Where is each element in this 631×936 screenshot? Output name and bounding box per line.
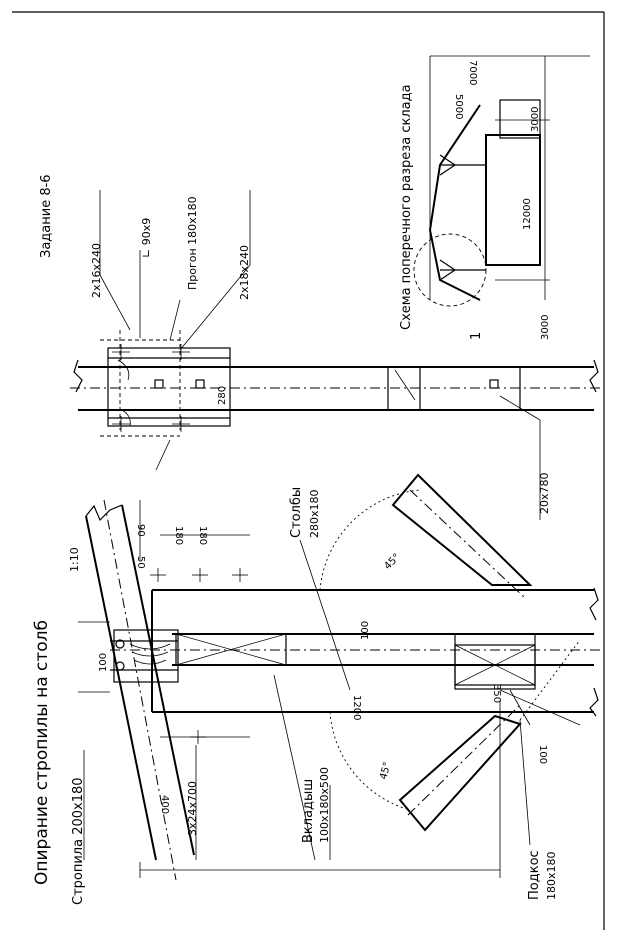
dim-100-mid: 100	[360, 621, 371, 640]
posts-name: Столбы	[289, 487, 304, 538]
break-mark-2	[589, 687, 599, 717]
angle-arc-bottom	[329, 711, 411, 811]
scheme-callout-circle	[413, 233, 487, 307]
dim-180-b: 180	[197, 526, 208, 545]
dim-180-a: 180	[173, 526, 184, 545]
purlin-label: Прогон 180х180	[186, 196, 199, 290]
task-title: Задание 8-6	[39, 174, 54, 258]
scheme-dim-12000: 12000	[522, 198, 533, 230]
dim-90: 90	[135, 524, 146, 537]
scheme-dim-7000: 7000	[467, 60, 478, 85]
scheme-annex	[499, 99, 541, 139]
bolt-label: 20х780	[538, 472, 551, 514]
plates-2x18-label: 2х18х240	[238, 245, 251, 300]
strut-lower	[398, 714, 522, 832]
insert-size: 100х180х500	[318, 767, 331, 843]
dim-1200: 1200	[351, 695, 362, 720]
dim-50: 50	[135, 556, 146, 569]
dim-100-bottom-right: 100	[537, 745, 548, 764]
angle-label: ∟ 90х9	[140, 218, 153, 258]
warehouse-section-scheme	[413, 55, 590, 307]
plates-2x16-label: 2х16х240	[90, 243, 103, 298]
scheme-title: Схема поперечного разреза склада	[399, 84, 414, 330]
angle-45-bottom: 45°	[378, 761, 393, 781]
strut-name: Подкос	[527, 850, 542, 900]
rafter-edge-left	[85, 515, 157, 861]
rafter-edge-right	[121, 504, 195, 856]
scheme-dim-3000-b: 3000	[540, 315, 551, 340]
main-joint-view	[78, 473, 600, 881]
scheme-roof	[428, 104, 481, 301]
detail-number: 1	[469, 332, 484, 340]
angle-arc-top	[319, 489, 421, 591]
bolt-ticks	[150, 568, 248, 744]
scheme-dim-5000: 5000	[453, 94, 464, 119]
rafter-label: Стропила 200х180	[71, 777, 86, 905]
scheme-building-main	[485, 134, 541, 266]
plates-label: 3х24х700	[186, 781, 199, 836]
purlin-detail-view	[70, 190, 600, 520]
insert-name: Вкладыш	[301, 779, 316, 843]
bolt-square	[489, 379, 499, 389]
dim-280: 280	[217, 386, 228, 405]
strut-upper	[391, 473, 533, 586]
posts-size: 280х180	[308, 489, 321, 538]
scheme-dim-3000-a: 3000	[530, 107, 541, 132]
dim-400: 400	[159, 795, 170, 814]
dim-350: 350	[491, 684, 502, 703]
text-layer: Опирание стропилы на столб Задание 8-6 С…	[32, 60, 558, 905]
rafter-axis	[103, 499, 177, 881]
plate-group	[107, 347, 231, 427]
bolt-head-1	[115, 639, 125, 649]
break-mark-1	[589, 587, 599, 621]
angle-45-top: 45°	[382, 552, 402, 572]
strut-size: 180х180	[545, 851, 558, 900]
dim-100-left: 100	[98, 653, 109, 672]
main-title: Опирание стропилы на столб	[32, 620, 52, 885]
slope-label: 1:10	[68, 547, 81, 572]
